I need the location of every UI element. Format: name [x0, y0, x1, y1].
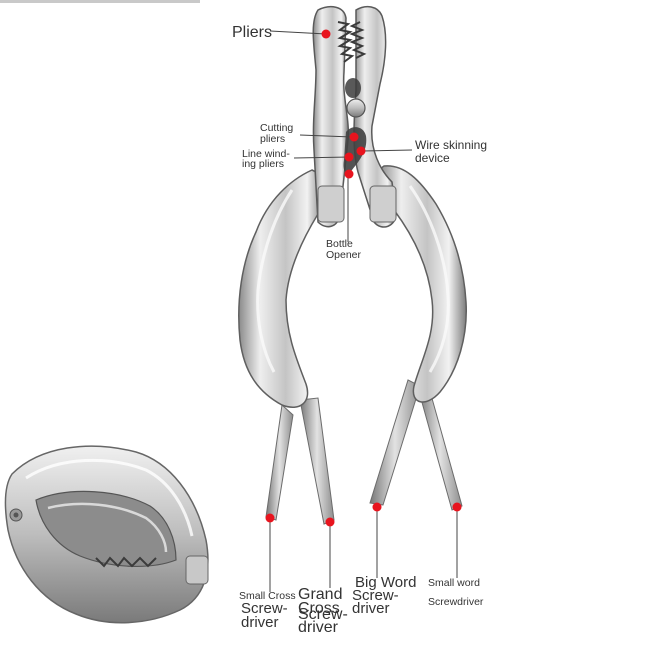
label-small-word-line-2: Screwdriver [428, 596, 484, 608]
cutting-pliers-marker [349, 132, 359, 142]
label-grand-cross-line-2: Cross [298, 600, 340, 617]
jaw-teeth [337, 21, 367, 63]
pliers-marker [321, 29, 331, 39]
grand-cross-screwdriver-blade [299, 397, 335, 525]
label-small-word-line-1: Small word [428, 577, 480, 589]
label-cutting-line-1: Cutting [260, 122, 294, 134]
top-divider [0, 0, 200, 3]
label-big-word-line-1: Big Word [355, 574, 417, 591]
big-word-marker [372, 502, 382, 512]
big-word-screwdriver-blade [369, 379, 421, 506]
right-handle [378, 165, 467, 403]
label-wire-skinning-line-2: device [415, 151, 450, 165]
label-big-word-line-3: driver [352, 600, 390, 617]
label-line-winding-line-2: ing pliers [242, 158, 285, 170]
label-cutting-line-2: pliers [260, 133, 286, 145]
wire-skinning-marker [356, 146, 366, 156]
left-jaw [312, 5, 350, 228]
line-winding-marker [344, 152, 354, 162]
pivot-rivet [346, 98, 366, 118]
grand-cross-marker [325, 517, 335, 527]
label-big-word-line-2: Screw- [352, 587, 399, 604]
label-grand-cross-line-3: Screw- [298, 606, 348, 623]
label-bottle-opener-line-2: Opener [326, 249, 362, 261]
small-cross-marker [265, 513, 275, 523]
label-small-cross-line-3: driver [241, 614, 279, 631]
feature-markers [265, 29, 462, 527]
label-grand-cross-line-1: Grand [298, 586, 343, 603]
small-word-screwdriver-blade [417, 383, 463, 511]
label-bottle-opener-line-1: Bottle [326, 238, 353, 250]
label-wire-skinning-line-1: Wire skinning [415, 138, 488, 152]
label-small-cross-line-2: Screw- [241, 600, 288, 617]
small-cross-screwdriver-blade [265, 403, 294, 521]
label-line-winding-line-1: Line wind- [242, 148, 290, 160]
small-word-marker [452, 502, 462, 512]
folded-tool-photo [4, 445, 209, 624]
label-grand-cross-line-4: driver [298, 619, 339, 636]
label-small-cross-line-1: Small Cross [239, 590, 296, 602]
leader-lines [269, 30, 458, 592]
left-handle [238, 169, 325, 408]
bottle-opener-marker [344, 169, 354, 179]
label-pliers: Pliers [232, 24, 273, 41]
pliers-tool [238, 5, 467, 525]
